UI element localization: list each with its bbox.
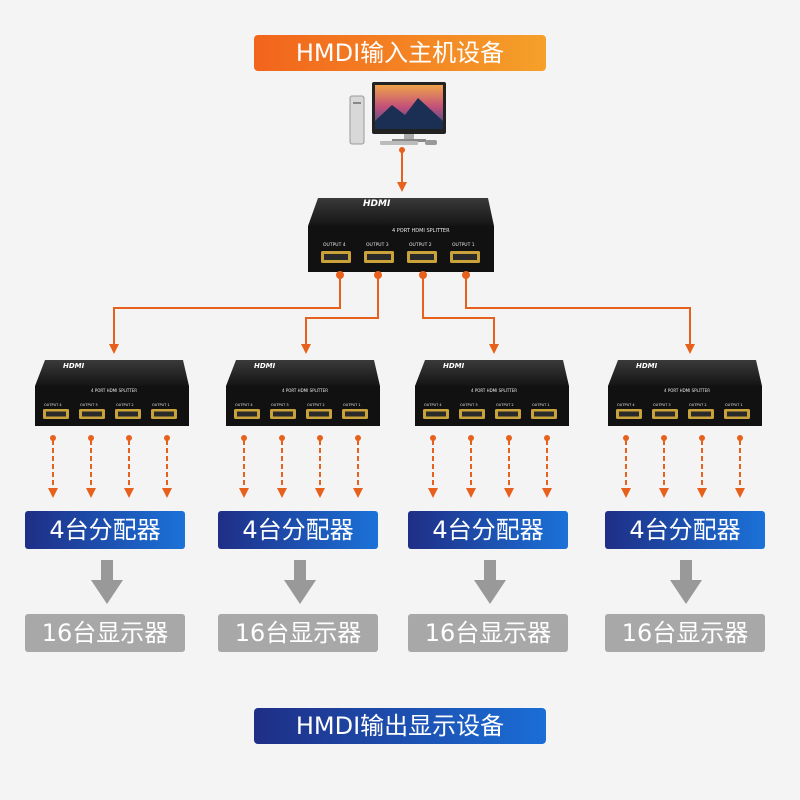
splitter-port-label: OUTPUT 2 (307, 403, 325, 407)
splitter-brand: HDMI (254, 362, 276, 370)
splitter-port-label: OUTPUT 4 (424, 403, 442, 407)
splitter-port-label: OUTPUT 1 (343, 403, 361, 407)
output-arrow-dot (241, 435, 247, 441)
output-arrow-dot (317, 435, 323, 441)
splitter-model: 4 PORT HDMI SPLITTER (91, 388, 137, 393)
splitter-port-label: OUTPUT 4 (235, 403, 253, 407)
main-port-label: OUTPUT 3 (366, 242, 389, 248)
splitter-label-3: 4台分配器 (408, 511, 568, 549)
main-port-4: OUTPUT 1 (450, 242, 480, 263)
gray-down-arrow-icon (474, 560, 506, 604)
output-arrow-dot (430, 435, 436, 441)
computer-icon (349, 82, 446, 145)
output-arrow-dot (506, 435, 512, 441)
monitors-label-4: 16台显示器 (605, 614, 765, 652)
main-port-3: OUTPUT 2 (407, 242, 437, 263)
splitter-port-label: OUTPUT 1 (152, 403, 170, 407)
splitter-port-label: OUTPUT 1 (532, 403, 550, 407)
main-port-1: OUTPUT 4 (321, 242, 351, 263)
splitter-model: 4 PORT HDMI SPLITTER (664, 388, 710, 393)
main-port-2: OUTPUT 3 (364, 242, 394, 263)
main-port-label: OUTPUT 2 (409, 242, 432, 248)
output-arrow-dot (661, 435, 667, 441)
output-arrow-dot (279, 435, 285, 441)
splitter-port-label: OUTPUT 2 (496, 403, 514, 407)
splitter-brand: HDMI (63, 362, 85, 370)
output-arrow-dot (355, 435, 361, 441)
output-arrow-dot (126, 435, 132, 441)
main-port-label: OUTPUT 1 (452, 242, 475, 248)
output-arrow-dot (737, 435, 743, 441)
output-display-title: HMDI输出显示设备 (254, 708, 546, 744)
splitter-brand: HDMI (636, 362, 658, 370)
output-arrow-dot (50, 435, 56, 441)
splitter-device-4: HDMI 4 PORT HDMI SPLITTER OUTPUT 4 OUTPUT 3… (608, 360, 762, 498)
main-splitter-model: 4 PORT HDMI SPLITTER (392, 228, 450, 234)
monitors-label-1: 16台显示器 (25, 614, 185, 652)
splitter-port-label: OUTPUT 1 (725, 403, 743, 407)
gray-down-arrow-icon (670, 560, 702, 604)
splitter-device-2: HDMI 4 PORT HDMI SPLITTER OUTPUT 4 OUTPUT 3… (226, 360, 380, 498)
splitter-label-1: 4台分配器 (25, 511, 185, 549)
splitter-port-label: OUTPUT 2 (116, 403, 134, 407)
splitter-brand: HDMI (443, 362, 465, 370)
branch-connectors (109, 271, 695, 354)
gray-down-arrow-icon (284, 560, 316, 604)
output-arrow-dot (164, 435, 170, 441)
output-arrow-dot (623, 435, 629, 441)
splitter-device-1: HDMI 4 PORT HDMI SPLITTER OUTPUT 4 OUTPUT 3… (35, 360, 189, 498)
splitter-label-4: 4台分配器 (605, 511, 765, 549)
splitter-model: 4 PORT HDMI SPLITTER (471, 388, 517, 393)
output-arrow-dot (544, 435, 550, 441)
splitter-model: 4 PORT HDMI SPLITTER (282, 388, 328, 393)
splitter-port-label: OUTPUT 4 (44, 403, 62, 407)
splitter-label-2: 4台分配器 (218, 511, 378, 549)
splitter-port-label: OUTPUT 3 (460, 403, 478, 407)
splitter-port-label: OUTPUT 3 (80, 403, 98, 407)
splitter-port-label: OUTPUT 3 (653, 403, 671, 407)
main-port-label: OUTPUT 4 (323, 242, 346, 248)
splitter-port-label: OUTPUT 2 (689, 403, 707, 407)
output-arrow-dot (88, 435, 94, 441)
output-arrow-dot (468, 435, 474, 441)
monitors-label-2: 16台显示器 (218, 614, 378, 652)
main-splitter-brand: HDMI (363, 199, 391, 209)
output-arrow-dot (699, 435, 705, 441)
splitter-device-3: HDMI 4 PORT HDMI SPLITTER OUTPUT 4 OUTPUT 3… (415, 360, 569, 498)
main-splitter-device: HDMI 4 PORT HDMI SPLITTER OUTPUT 4 OUTPUT… (308, 198, 494, 272)
splitter-port-label: OUTPUT 3 (271, 403, 289, 407)
gray-down-arrow-icon (91, 560, 123, 604)
input-host-title: HMDI输入主机设备 (254, 35, 546, 71)
splitter-port-label: OUTPUT 4 (617, 403, 635, 407)
monitors-label-3: 16台显示器 (408, 614, 568, 652)
